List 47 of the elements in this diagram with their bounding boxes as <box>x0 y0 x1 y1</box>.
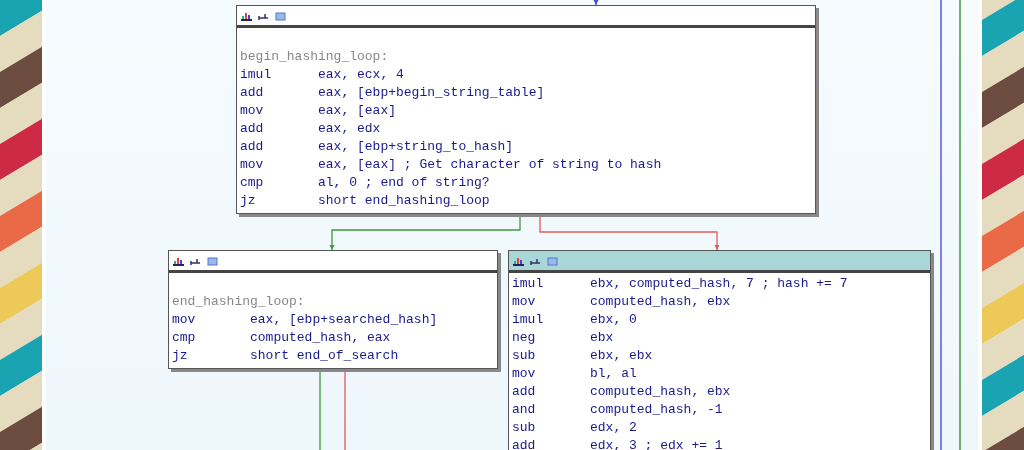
instruction-operands: computed_hash, ebx <box>590 293 731 311</box>
instruction-operands: ebx, computed_hash, 7 ; hash += 7 <box>590 275 848 293</box>
instruction-operands: ebx, ebx <box>590 347 653 365</box>
instruction-mnemonic: add <box>512 437 537 450</box>
instruction-operands: al, 0 ; end of string? <box>318 174 490 192</box>
instruction-mnemonic: mov <box>512 293 537 311</box>
instruction-mnemonic: mov <box>172 311 197 329</box>
instruction-mnemonic: cmp <box>240 174 265 192</box>
instruction-mnemonic: add <box>240 138 265 156</box>
instruction-mnemonic: and <box>512 401 537 419</box>
instruction-mnemonic: add <box>512 383 537 401</box>
arrow <box>593 0 599 6</box>
instruction-operands: ebx <box>590 329 614 347</box>
instruction-mnemonic: jz <box>172 347 189 365</box>
instruction-mnemonic: neg <box>512 329 537 347</box>
instruction-mnemonic: sub <box>512 347 537 365</box>
instruction-operands: ebx, 0 <box>590 311 637 329</box>
code-block <box>236 5 816 214</box>
instruction-mnemonic: jz <box>240 192 257 210</box>
instruction-operands: computed_hash, eax <box>250 329 391 347</box>
instruction-operands: eax, ecx, 4 <box>318 66 404 84</box>
instruction-mnemonic: mov <box>512 365 537 383</box>
instruction-mnemonic: imul <box>240 66 273 84</box>
instruction-operands: eax, edx <box>318 120 381 138</box>
instruction-mnemonic: mov <box>240 156 265 174</box>
code-block <box>168 250 498 369</box>
instruction-operands: short end_of_search <box>250 347 399 365</box>
instruction-operands: short end_hashing_loop <box>318 192 490 210</box>
instruction-mnemonic: cmp <box>172 329 197 347</box>
instruction-mnemonic: imul <box>512 311 545 329</box>
instruction-operands: eax, [ebp+searched_hash] <box>250 311 438 329</box>
instruction-mnemonic: mov <box>240 102 265 120</box>
code-label: end_hashing_loop: <box>172 293 305 311</box>
instruction-operands: edx, 2 <box>590 419 637 437</box>
instruction-mnemonic: imul <box>512 275 545 293</box>
instruction-operands: bl, al <box>590 365 637 383</box>
code-label: begin_hashing_loop: <box>240 48 389 66</box>
instruction-mnemonic: add <box>240 120 265 138</box>
instruction-operands: eax, [ebp+begin_string_table] <box>318 84 545 102</box>
instruction-operands: computed_hash, ebx <box>590 383 731 401</box>
instruction-mnemonic: sub <box>512 419 537 437</box>
instruction-operands: eax, [eax] <box>318 102 396 120</box>
code-block <box>508 250 931 450</box>
instruction-operands: eax, [ebp+string_to_hash] <box>318 138 514 156</box>
instruction-operands: eax, [eax] ; Get character of string to hash <box>318 156 662 174</box>
instruction-mnemonic: add <box>240 84 265 102</box>
instruction-operands: computed_hash, -1 <box>590 401 723 419</box>
